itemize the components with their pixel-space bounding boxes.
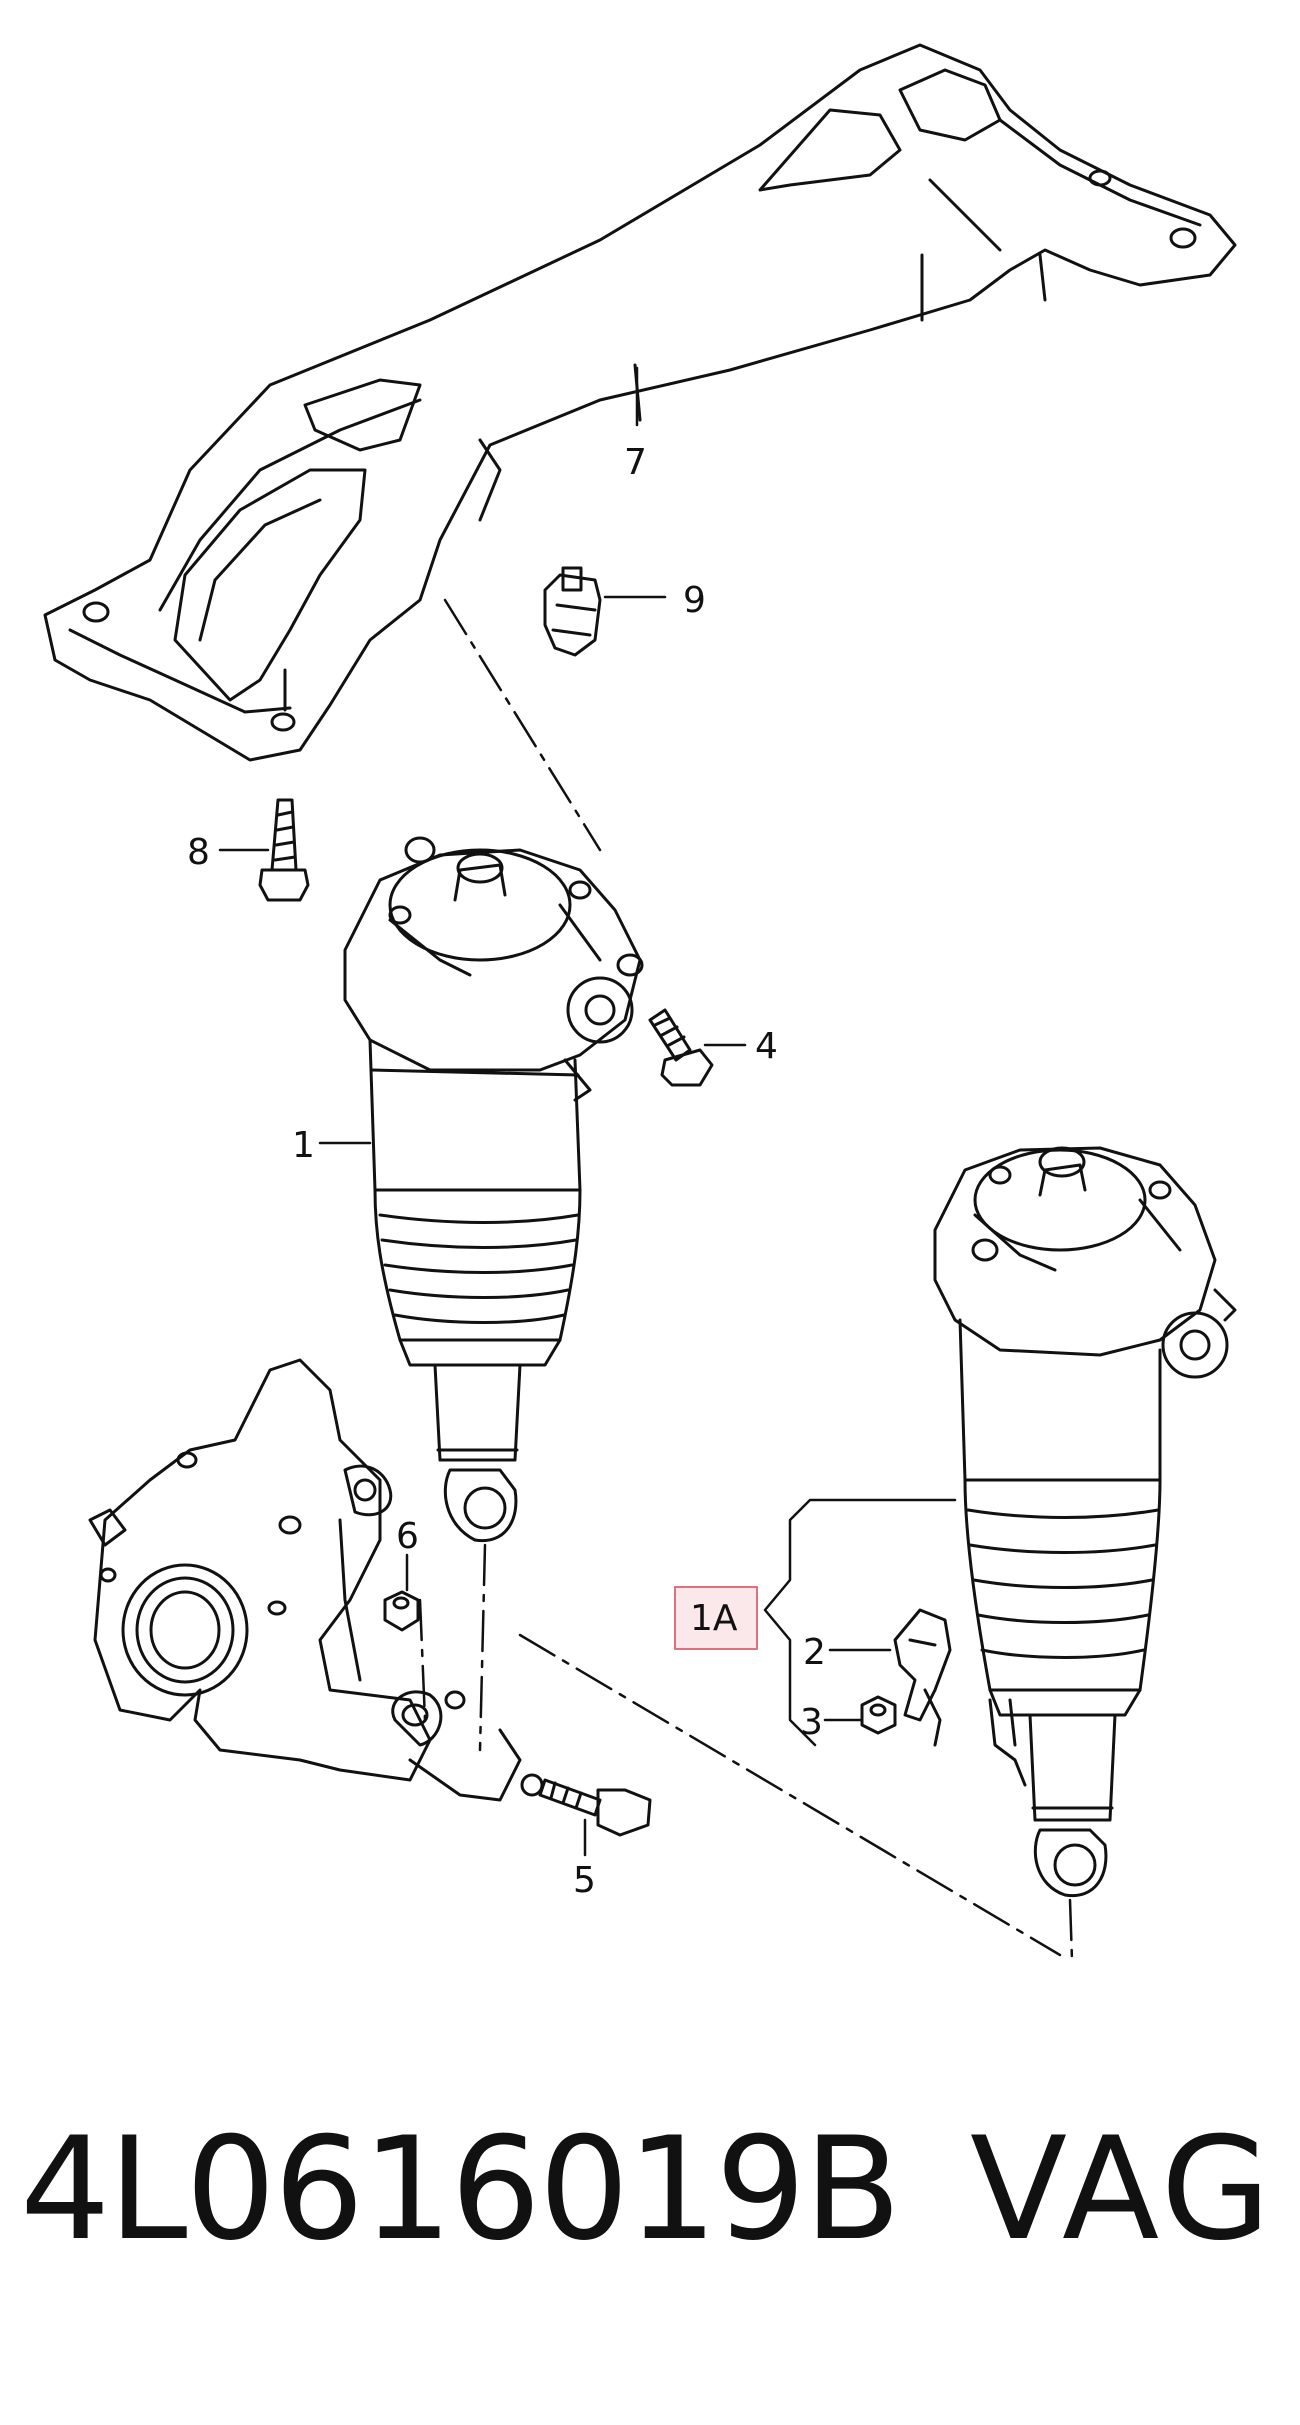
callout-3: 3 [800,1702,823,1743]
callout-5: 5 [573,1860,596,1901]
callout-4: 4 [755,1026,778,1067]
callout-9: 9 [683,580,706,621]
callout-8: 8 [187,832,210,873]
wheel-carrier [88,1358,522,1802]
footer-row: 4L0616019B VAG [20,2100,1280,2280]
retaining-clip [543,566,602,657]
bolt-5 [520,1773,652,1837]
callout-2: 2 [803,1632,826,1673]
nut-6 [383,1590,420,1632]
subframe-crossmember [43,43,1237,762]
callout-1a-box[interactable]: 1A [674,1586,758,1650]
callout-6: 6 [396,1516,419,1557]
dash-dot-lines [418,598,1074,1962]
bolt-4 [648,1008,714,1087]
air-strut-right [933,1146,1237,1898]
brand-label: VAG [970,2107,1275,2272]
leader-lines [218,366,957,1857]
air-strut-left [343,836,644,1543]
callout-7: 7 [624,442,647,483]
nut-3 [860,1695,897,1735]
bolt-8 [258,798,310,902]
callout-1: 1 [292,1125,315,1166]
callout-1a: 1A [690,1598,738,1639]
part-number: 4L0616019B [20,2107,901,2272]
bracket-2 [893,1608,952,1747]
